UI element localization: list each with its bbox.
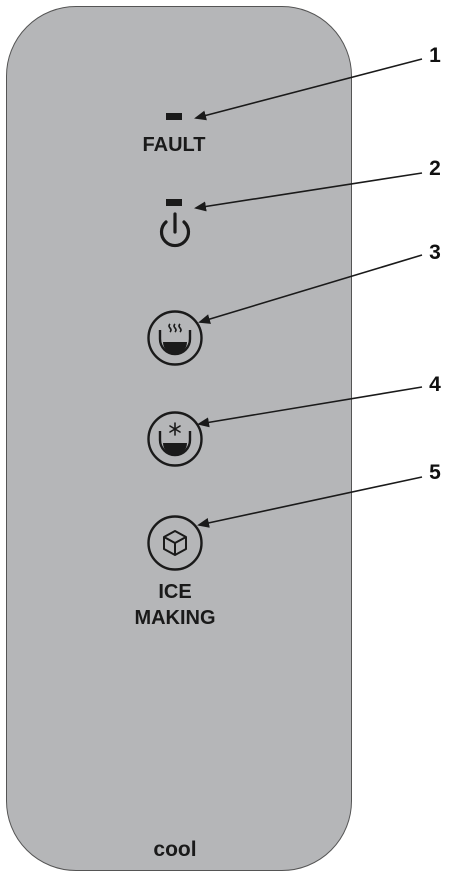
ice-cube-icon <box>163 530 187 556</box>
callout-number-3: 3 <box>429 241 441 264</box>
callout-number-5: 5 <box>429 461 441 484</box>
fault-label: FAULT <box>142 134 206 156</box>
ice-making-label-line2: MAKING <box>134 607 216 629</box>
callout-number-4: 4 <box>429 373 441 396</box>
power-indicator-led <box>166 199 182 206</box>
cold-water-icon <box>169 422 181 436</box>
hot-water-icon <box>168 323 182 333</box>
callout-number-2: 2 <box>429 157 441 180</box>
power-icon[interactable] <box>154 210 196 254</box>
hot-water-button[interactable] <box>146 309 204 367</box>
ice-making-label-line1: ICE <box>158 581 192 603</box>
brand-label: cool <box>153 838 197 861</box>
callout-number-1: 1 <box>429 44 441 67</box>
cold-water-button[interactable] <box>146 410 204 468</box>
fault-indicator-led <box>166 113 182 120</box>
control-panel <box>6 6 352 871</box>
ice-making-button[interactable] <box>146 514 204 572</box>
